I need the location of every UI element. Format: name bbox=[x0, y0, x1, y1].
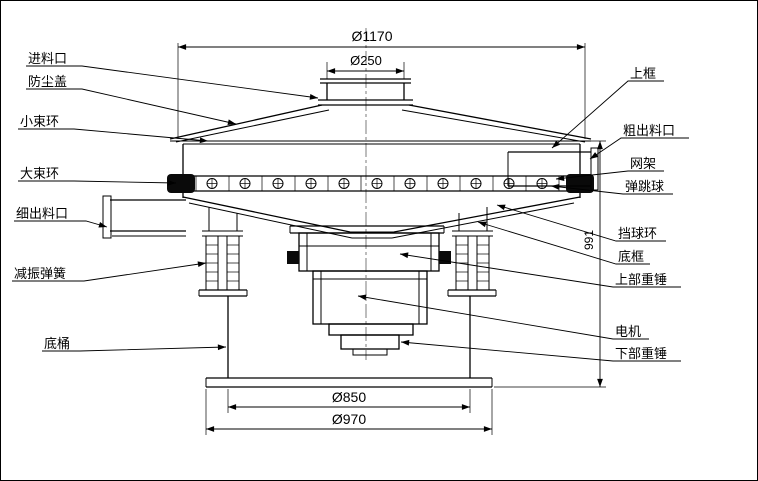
fine-outlet-duct bbox=[102, 195, 186, 239]
label-bottom-frame: 底框 bbox=[618, 249, 644, 264]
lower-weight-block bbox=[340, 334, 400, 350]
dimension-base-diameter: Ø850 bbox=[227, 389, 471, 413]
callout-inlet: 进料口 bbox=[26, 51, 319, 100]
dim-height-text: 991 bbox=[582, 230, 596, 250]
callout-mesh-frame: 网架 bbox=[555, 156, 664, 181]
callout-fine-outlet: 细出料口 bbox=[14, 206, 108, 228]
callout-base-barrel: 底桶 bbox=[42, 336, 227, 352]
callouts-left: 进料口 防尘盖 小束环 大束环 细出料口 减振弹簧 底桶 bbox=[12, 51, 319, 352]
damping-springs bbox=[202, 207, 493, 291]
dim-top-diameter-text: Ø1170 bbox=[352, 28, 393, 44]
label-damping-spring: 减振弹簧 bbox=[14, 266, 66, 281]
callout-large-clamp-ring: 大束环 bbox=[18, 166, 177, 186]
dimension-inlet-diameter: Ø250 bbox=[326, 53, 405, 79]
dimension-flange-diameter: Ø970 bbox=[205, 389, 493, 435]
bouncing-balls bbox=[206, 178, 548, 189]
label-large-clamp-ring: 大束环 bbox=[20, 166, 59, 181]
callout-small-clamp-ring: 小束环 bbox=[18, 114, 209, 144]
callout-ball-stop-ring: 挡球环 bbox=[496, 204, 666, 242]
lower-weight-tab bbox=[352, 348, 388, 356]
label-bouncing-ball: 弹跳球 bbox=[625, 179, 664, 194]
motor-assembly bbox=[287, 225, 451, 356]
callout-dust-cover: 防尘盖 bbox=[26, 74, 237, 126]
label-upper-frame: 上框 bbox=[630, 66, 656, 81]
label-dust-cover: 防尘盖 bbox=[28, 74, 67, 89]
label-inlet: 进料口 bbox=[28, 51, 67, 66]
callout-damping-spring: 减振弹簧 bbox=[12, 261, 207, 282]
label-mesh-frame: 网架 bbox=[630, 156, 656, 171]
dim-inlet-diameter-text: Ø250 bbox=[350, 53, 382, 68]
base-barrel-body bbox=[198, 289, 497, 388]
left-clamp-ring-section bbox=[167, 174, 195, 193]
dim-flange-diameter-text: Ø970 bbox=[332, 411, 366, 427]
callout-lower-weight: 下部重锤 bbox=[400, 339, 681, 362]
dimension-top-diameter: Ø1170 bbox=[177, 28, 586, 139]
callout-bouncing-ball: 弹跳球 bbox=[550, 179, 673, 195]
dim-base-diameter-text: Ø850 bbox=[332, 389, 366, 405]
label-lower-weight: 下部重锤 bbox=[615, 346, 667, 361]
callouts-right: 上框 粗出料口 网架 弹跳球 挡球环 底框 上部重锤 电机 bbox=[357, 66, 689, 362]
inlet-pipe bbox=[318, 78, 413, 106]
callout-coarse-outlet: 粗出料口 bbox=[589, 123, 689, 160]
callout-upper-weight: 上部重锤 bbox=[399, 252, 681, 288]
bottom-cone bbox=[182, 196, 581, 239]
label-upper-weight: 上部重锤 bbox=[615, 272, 667, 287]
label-base-barrel: 底桶 bbox=[44, 336, 70, 351]
label-motor: 电机 bbox=[615, 324, 641, 339]
dimension-height: 991 bbox=[494, 140, 606, 388]
label-ball-stop-ring: 挡球环 bbox=[618, 226, 657, 241]
label-coarse-outlet: 粗出料口 bbox=[623, 123, 675, 138]
left-bolt-tab bbox=[287, 251, 299, 264]
upper-weight-block bbox=[298, 232, 440, 272]
label-small-clamp-ring: 小束环 bbox=[20, 114, 59, 129]
label-fine-outlet: 细出料口 bbox=[16, 206, 68, 221]
callout-upper-frame: 上框 bbox=[551, 66, 664, 149]
lower-plate bbox=[328, 323, 414, 336]
dust-cover bbox=[169, 104, 592, 143]
callout-bottom-frame: 底框 bbox=[477, 221, 650, 265]
callout-motor: 电机 bbox=[357, 294, 649, 340]
